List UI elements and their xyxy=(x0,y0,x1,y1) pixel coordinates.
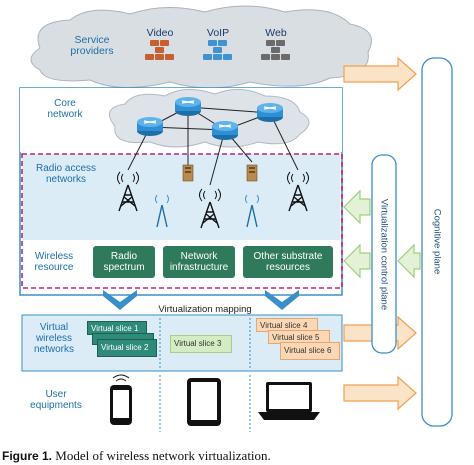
down-arrow-icon xyxy=(265,290,299,310)
tablet-icon xyxy=(187,378,221,426)
green-arrow xyxy=(343,189,371,225)
radio-spectrum-box: Radio spectrum xyxy=(93,246,155,278)
network-infrastructure-box: Network infrastructure xyxy=(163,246,235,278)
virtualization-control-plane-label: Virtualization control plane xyxy=(378,198,390,311)
caption-label: Figure 1. xyxy=(2,449,53,463)
virtual-slice-3: Virtual slice 3 xyxy=(170,335,232,353)
down-arrow-icon xyxy=(103,290,137,310)
server-tower-icon xyxy=(182,164,194,182)
orange-arrow xyxy=(343,375,417,411)
router-icon xyxy=(256,102,284,123)
caption-text: Model of wireless network virtualization… xyxy=(52,448,271,463)
router-icon xyxy=(211,120,239,141)
virtual-slice-2: Virtual slice 2 xyxy=(97,339,157,357)
ran-band xyxy=(22,154,340,240)
server-tower-icon xyxy=(246,164,258,182)
smartphone-icon xyxy=(110,374,132,425)
virtualization-control-plane xyxy=(371,154,397,354)
dashed-frame xyxy=(21,153,343,289)
core-network-label: Core network xyxy=(47,98,83,120)
router-icon xyxy=(136,116,164,137)
ran-label: Radio access networks xyxy=(35,163,97,185)
wireless-resource-label: Wireless resource xyxy=(34,251,74,273)
virtual-slice-6: Virtual slice 6 xyxy=(280,342,340,360)
voip-label: VoIP xyxy=(206,27,230,39)
web-label: Web xyxy=(265,27,287,39)
service-providers-label: Service providers xyxy=(70,34,114,57)
virtual-networks-label: Virtual wireless networks xyxy=(33,322,74,355)
video-label: Video xyxy=(146,27,174,39)
green-arrow xyxy=(343,243,371,279)
green-arrow xyxy=(397,243,421,279)
laptop-icon xyxy=(258,382,320,420)
orange-arrow xyxy=(343,56,417,92)
cognitive-plane-label: Cognitive plane xyxy=(431,208,443,275)
virtualization-mapping-label: Virtualization mapping xyxy=(158,304,252,315)
figure-caption: Figure 1. Model of wireless network virt… xyxy=(2,448,271,464)
cognitive-plane xyxy=(421,57,453,427)
service-cloud xyxy=(30,5,372,89)
other-substrate-box: Other substrate resources xyxy=(243,246,333,278)
user-equipments-label: User equipments xyxy=(30,389,82,411)
router-icon xyxy=(174,96,202,117)
